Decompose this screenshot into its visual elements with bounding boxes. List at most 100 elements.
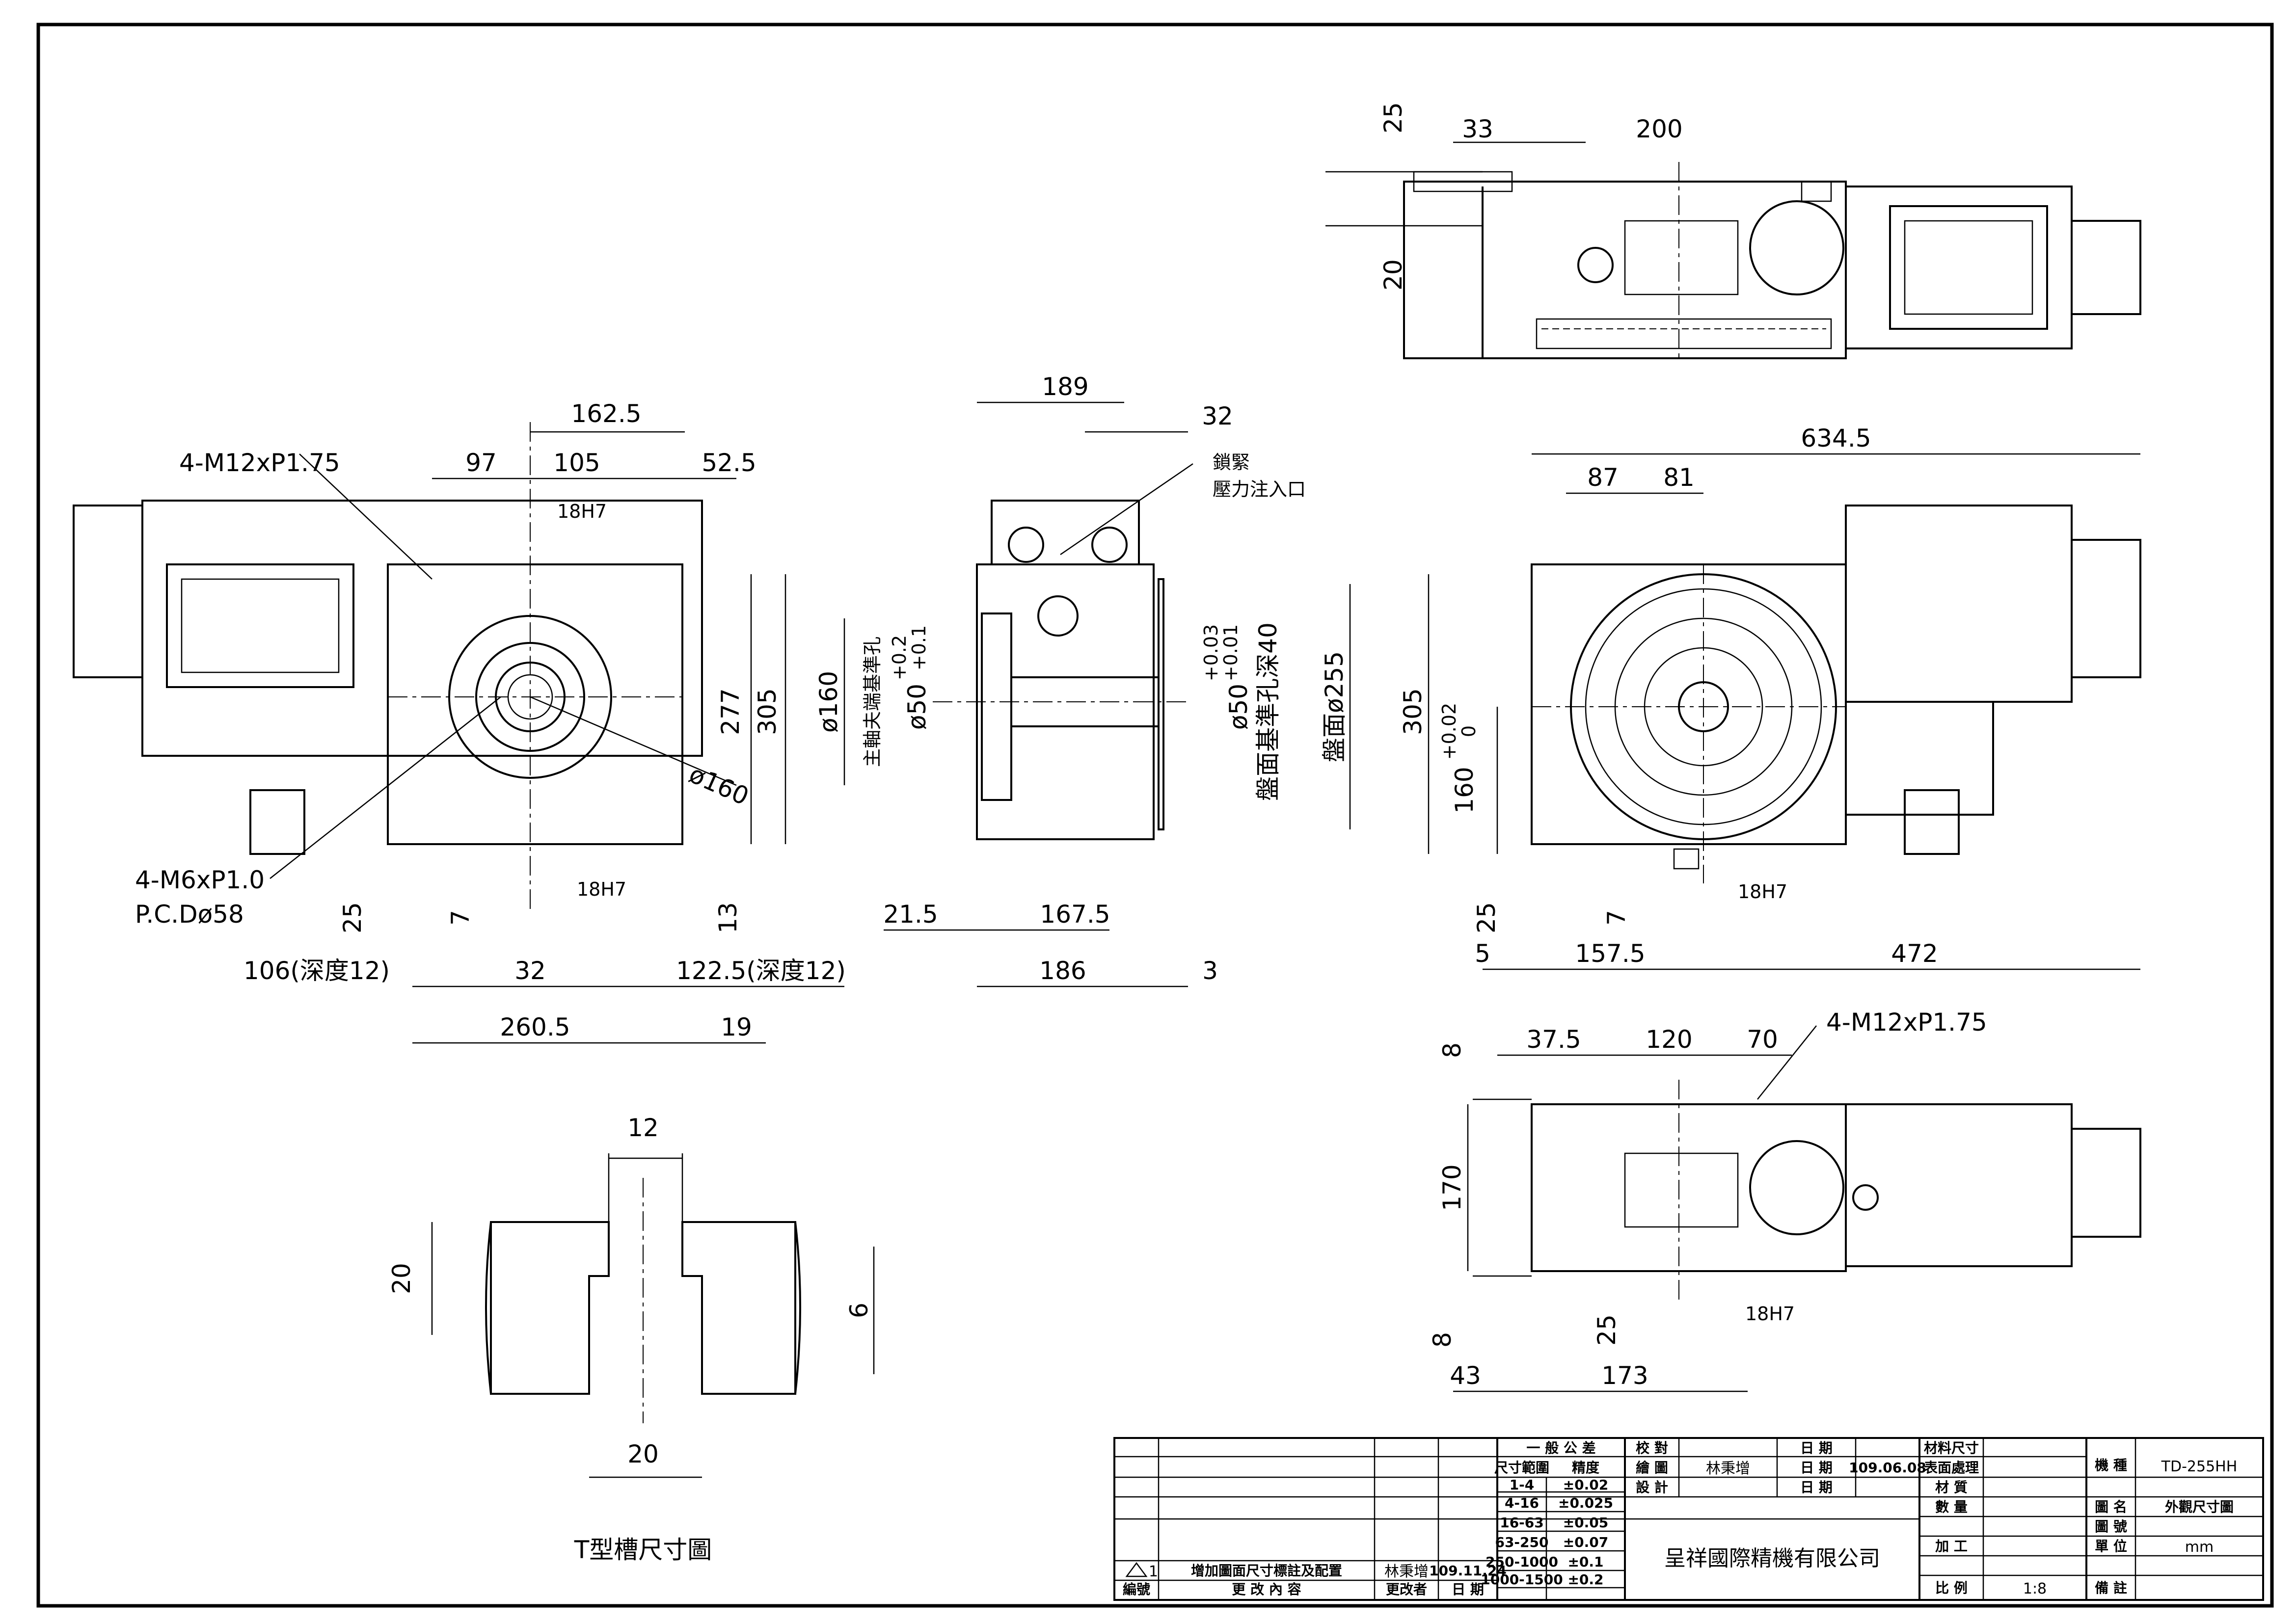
side-dim-167-5: 167.5 [1040, 900, 1110, 929]
tb-unit-label: 單 位 [2095, 1538, 2127, 1554]
right-dim-5: 5 [1475, 939, 1490, 968]
top-dim-20: 20 [1379, 259, 1407, 291]
bottom-label-m12: 4-M12xP1.75 [1826, 1008, 1987, 1037]
tb-tol-header-value: 精度 [1572, 1460, 1599, 1476]
front-dim-18h7: 18H7 [557, 501, 607, 522]
bottom-dim-8a: 8 [1438, 1042, 1466, 1058]
tb-number-label: 圖 號 [2095, 1518, 2127, 1535]
bottom-dim-25: 25 [1593, 1314, 1621, 1346]
tb-revision-symbol: 1 [1149, 1563, 1158, 1580]
bottom-dim-18h7: 18H7 [1745, 1303, 1795, 1325]
side-tol-b2: +0.01 [1220, 624, 1242, 681]
side-label-lock: 鎖緊 [1213, 452, 1250, 473]
tb-company-name: 呈祥國際精機有限公司 [1664, 1546, 1880, 1571]
tb-tol-range-2: 16-63 [1500, 1515, 1544, 1531]
tb-name-value: 外觀尺寸圖 [2165, 1499, 2234, 1515]
tb-rev-label-date: 日 期 [1452, 1581, 1484, 1597]
tb-revision-by: 林秉增 [1384, 1563, 1429, 1580]
tb-rev-label-by: 更改者 [1386, 1581, 1427, 1597]
tb-design-label: 設 計 [1636, 1479, 1668, 1495]
bottom-dim-37-5: 37.5 [1526, 1025, 1581, 1054]
tb-material-label: 材 質 [1935, 1479, 1968, 1495]
side-dim-dia160: ø160 [814, 671, 843, 733]
tb-tol-value-5: ±0.2 [1567, 1571, 1603, 1588]
side-label-spindle-ref: 主軸夫端基準孔 [862, 637, 883, 767]
right-dim-81: 81 [1663, 463, 1695, 492]
right-dim-472: 472 [1891, 939, 1938, 968]
top-dim-33: 33 [1462, 115, 1493, 143]
t-slot-dim-12: 12 [627, 1114, 659, 1142]
top-view: 33 200 25 20 [1325, 102, 2141, 359]
front-dim-260-5: 260.5 [500, 1013, 570, 1041]
front-dim-18h7-b: 18H7 [577, 878, 626, 900]
tb-spec-label-2: 表面處理 [1924, 1460, 1979, 1476]
front-dim-162-5: 162.5 [571, 399, 641, 428]
front-label-m12: 4-M12xP1.75 [179, 449, 340, 477]
bottom-dim-43: 43 [1450, 1361, 1481, 1390]
right-dim-87: 87 [1587, 463, 1619, 492]
side-dim-3: 3 [1202, 957, 1218, 985]
tb-tol-range-1: 4-16 [1505, 1495, 1539, 1511]
t-slot-detail: 12 20 9 20 T型槽尺寸圖 [387, 1114, 875, 1564]
tb-drawer-name: 林秉增 [1706, 1460, 1750, 1477]
right-tol-1: +0.02 [1438, 703, 1460, 760]
bottom-dim-170: 170 [1438, 1164, 1466, 1211]
tb-rev-label-no: 編號 [1123, 1581, 1150, 1597]
t-slot-dim-20w: 20 [627, 1440, 659, 1468]
front-label-pcd: P.C.Dø58 [135, 900, 244, 929]
side-label-table-ref: 盤面基準孔深40 [1254, 622, 1282, 801]
tb-date-value: 109.06.08 [1849, 1460, 1926, 1476]
revision-triangle-icon [1125, 1562, 1148, 1577]
tb-model-label: 機 種 [2095, 1457, 2127, 1473]
side-dim-dia50-b: ø50 [1224, 684, 1253, 730]
tb-name-label: 圖 名 [2095, 1499, 2127, 1515]
tb-tol-value-4: ±0.1 [1567, 1554, 1603, 1570]
t-slot-dim-9: 9 [843, 1303, 872, 1318]
side-tol-a1: +0.2 [889, 635, 910, 680]
tb-tol-range-0: 1-4 [1510, 1477, 1535, 1493]
tb-scale-value: 1:8 [2023, 1580, 2047, 1597]
side-dim-21-5: 21.5 [883, 900, 938, 929]
tb-rev-label-content: 更 改 內 容 [1232, 1581, 1301, 1597]
tb-tol-range-4: 250-1000 [1486, 1554, 1558, 1570]
tb-quantity-label: 數 量 [1935, 1499, 1968, 1515]
tb-draw-label: 繪 圖 [1636, 1460, 1668, 1476]
front-dim-105: 105 [553, 449, 600, 477]
side-dim-186: 186 [1039, 957, 1086, 985]
side-dim-32: 32 [1202, 402, 1233, 430]
bottom-view: 8 37.5 120 70 4-M12xP1.75 170 8 25 18H7 … [1428, 1008, 2141, 1392]
front-dim-7: 7 [446, 910, 475, 926]
right-tol-2: 0 [1458, 725, 1480, 737]
tb-revision-content: 增加圖面尺寸標註及配置 [1191, 1563, 1342, 1579]
front-dim-25: 25 [338, 902, 367, 933]
front-dim-106: 106(深度12) [243, 957, 390, 985]
front-dim-13: 13 [714, 902, 742, 933]
tb-check-label: 校 對 [1636, 1440, 1668, 1456]
side-label-pressure: 壓力注入口 [1213, 479, 1306, 500]
tb-remark-label: 備 註 [2095, 1580, 2127, 1596]
right-dim-634-5: 634.5 [1801, 424, 1871, 452]
front-label-m6: 4-M6xP1.0 [135, 866, 265, 894]
tb-spec-label-1: 材料尺寸 [1924, 1440, 1979, 1456]
top-dim-25: 25 [1379, 102, 1407, 133]
tb-unit-value: mm [2185, 1539, 2214, 1556]
right-dim-305: 305 [1399, 688, 1427, 735]
tb-tol-value-0: ±0.02 [1563, 1477, 1609, 1493]
tb-tol-value-2: ±0.05 [1563, 1515, 1609, 1531]
bottom-dim-173: 173 [1601, 1361, 1648, 1390]
side-view: 189 32 鎖緊 壓力注入口 ø160 主軸夫端基準孔 ø50 +0.2 +0… [814, 372, 1351, 987]
front-dim-122-5: 122.5(深度12) [676, 957, 846, 985]
tb-date-label-2: 日 期 [1800, 1460, 1833, 1476]
tb-date-label-1: 日 期 [1800, 1440, 1833, 1456]
front-dim-52-5: 52.5 [702, 449, 756, 477]
bottom-dim-8b: 8 [1428, 1332, 1457, 1348]
side-tol-b1: +0.03 [1200, 624, 1222, 681]
side-tol-a2: +0.1 [908, 625, 930, 670]
right-view: 634.5 87 81 305 160 +0.02 0 25 7 18H7 5 … [1399, 424, 2141, 970]
tb-general-tolerance: 一 般 公 差 [1526, 1440, 1595, 1456]
right-dim-157-5: 157.5 [1575, 939, 1645, 968]
t-slot-caption: T型槽尺寸圖 [574, 1536, 712, 1564]
side-dim-dia50-a: ø50 [903, 684, 931, 730]
side-dim-dia255: 盤面ø255 [1320, 651, 1349, 762]
